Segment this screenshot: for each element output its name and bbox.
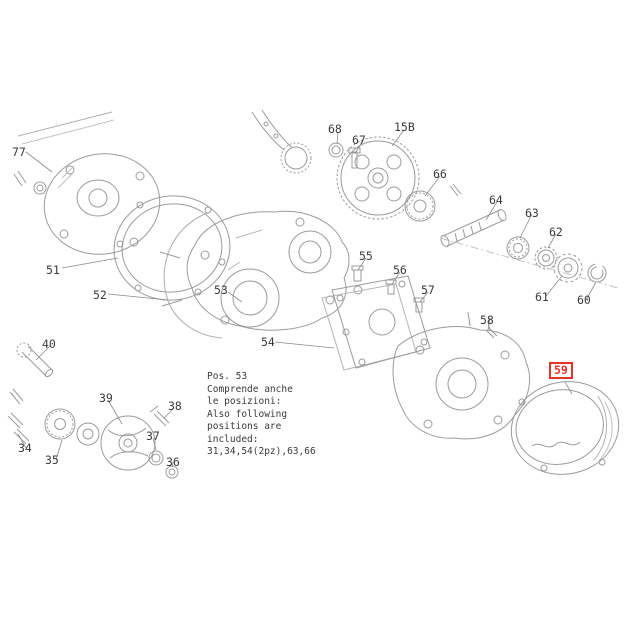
part-gasket-51 xyxy=(113,195,231,301)
part-nut-68 xyxy=(328,142,344,158)
part-bearing-35 xyxy=(44,408,100,446)
part-label-56[interactable]: 56 xyxy=(393,263,407,277)
part-label-36[interactable]: 36 xyxy=(166,455,180,469)
part-label-39[interactable]: 39 xyxy=(99,391,113,405)
part-bolt-67 xyxy=(348,147,361,169)
axis-line xyxy=(439,237,619,289)
part-label-55[interactable]: 55 xyxy=(359,249,373,263)
part-gear-15b xyxy=(336,136,420,220)
part-label-51[interactable]: 51 xyxy=(46,263,60,277)
part-label-68[interactable]: 68 xyxy=(328,122,342,136)
part-bolts-34 xyxy=(7,412,30,445)
part-plate-54 xyxy=(321,275,431,371)
part-lever-cutoff xyxy=(17,111,115,145)
part-label-35[interactable]: 35 xyxy=(45,453,59,467)
part-clutch-cover-59 xyxy=(510,381,620,475)
part-sprocket-61 xyxy=(553,253,583,283)
part-label-61[interactable]: 61 xyxy=(535,290,549,304)
part-label-53[interactable]: 53 xyxy=(214,283,228,297)
part-label-38[interactable]: 38 xyxy=(168,399,182,413)
part-label-34[interactable]: 34 xyxy=(18,441,32,455)
leader-lines xyxy=(17,129,597,468)
part-label-57[interactable]: 57 xyxy=(421,283,435,297)
part-label-60[interactable]: 60 xyxy=(577,293,591,307)
part-label-54[interactable]: 54 xyxy=(261,335,275,349)
part-label-63[interactable]: 63 xyxy=(525,206,539,220)
part-circlip-60 xyxy=(587,263,607,283)
part-bolts-55-56-57 xyxy=(351,265,425,313)
part-sprocket-62 xyxy=(534,246,558,270)
part-flywheel-cover xyxy=(13,153,161,255)
part-bearing-63 xyxy=(506,236,530,260)
part-shaft-64 xyxy=(440,208,507,248)
part-pin-58 xyxy=(485,327,498,339)
part-label-52[interactable]: 52 xyxy=(93,288,107,302)
part-label-40[interactable]: 40 xyxy=(42,337,56,351)
part-chain xyxy=(251,109,312,174)
part-label-67[interactable]: 67 xyxy=(352,133,366,147)
part-bolt-38 xyxy=(149,405,170,427)
position-note: Pos. 53 Comprende anche le posizioni: Al… xyxy=(207,371,316,457)
part-label-15b[interactable]: 15B xyxy=(394,120,415,134)
part-crankcase-53 xyxy=(186,210,350,331)
part-rotor-39 xyxy=(100,415,156,471)
part-shaft-40 xyxy=(9,342,54,405)
part-bearing-66 xyxy=(404,183,462,222)
part-crankcase-right xyxy=(392,311,530,440)
part-label-37[interactable]: 37 xyxy=(146,429,160,443)
part-label-58[interactable]: 58 xyxy=(480,313,494,327)
part-label-66[interactable]: 66 xyxy=(433,167,447,181)
part-label-77[interactable]: 77 xyxy=(12,145,26,159)
part-cover-half-52 xyxy=(159,211,223,339)
part-label-64[interactable]: 64 xyxy=(489,193,503,207)
part-nut-37 xyxy=(148,450,164,466)
part-label-62[interactable]: 62 xyxy=(549,225,563,239)
part-label-59-highlighted[interactable]: 59 xyxy=(549,362,573,379)
